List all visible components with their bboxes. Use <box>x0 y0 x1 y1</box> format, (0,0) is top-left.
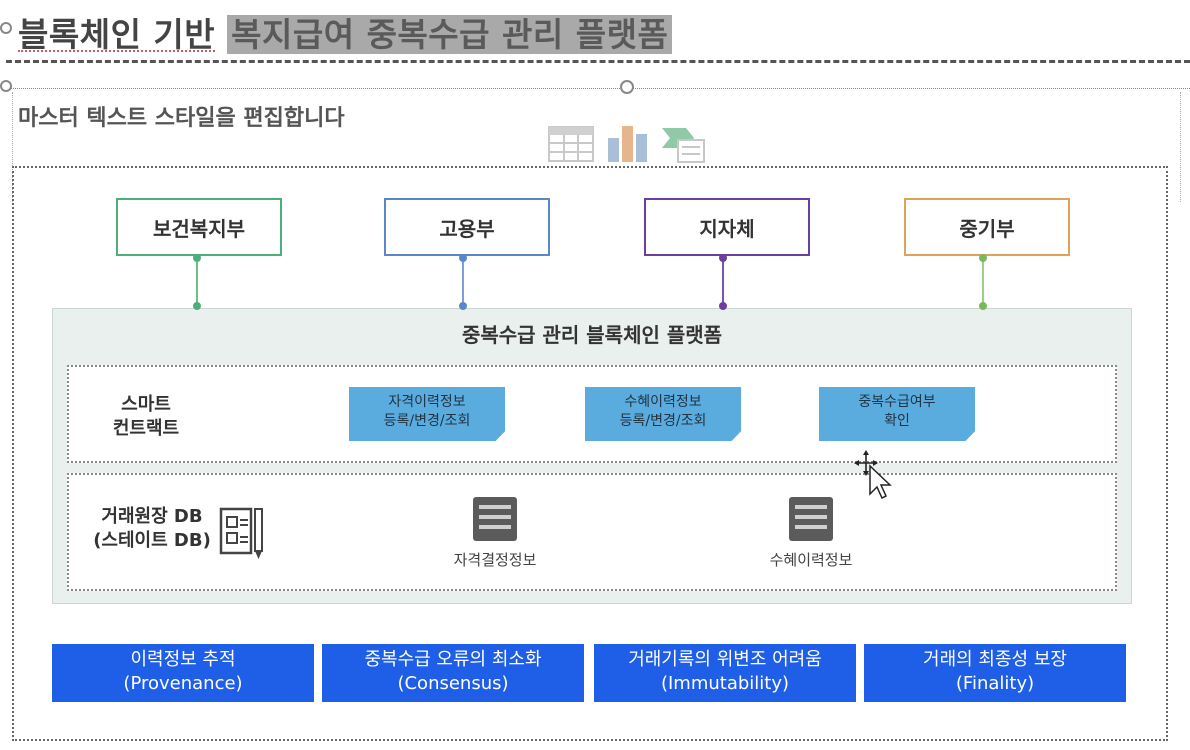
feature-line: (Immutability) <box>660 673 790 694</box>
database-record-icon <box>473 497 517 541</box>
contract-item[interactable]: 수혜이력정보 등록/변경/조회 <box>585 387 741 441</box>
body-placeholder-border <box>6 88 1190 89</box>
ledger-db-panel[interactable]: 거래원장 DB (스테이트 DB) 자격결정정보 <box>67 473 1117 591</box>
move-cursor-icon <box>854 450 892 500</box>
ledger-document-icon <box>219 507 263 559</box>
placeholder-edge <box>1180 92 1181 202</box>
contract-item[interactable]: 중복수급여부 확인 <box>819 387 975 441</box>
record-caption: 자격결정정보 <box>453 551 537 569</box>
placeholder-edge <box>12 92 13 202</box>
title-selection-border <box>6 60 1190 63</box>
title-placeholder[interactable]: 블록체인 기반 복지급여 중복수급 관리 플랫폼 <box>6 4 1190 90</box>
state-record-qualification[interactable]: 자격결정정보 <box>425 497 565 570</box>
record-caption: 수혜이력정보 <box>769 551 853 569</box>
title-part-plain: 블록체인 기반 <box>18 15 216 54</box>
connector-dot <box>459 302 467 310</box>
connector-dot <box>979 302 987 310</box>
smart-contract-label: 스마트 컨트랙트 <box>91 393 201 441</box>
connector-line <box>722 256 724 308</box>
connector-dot <box>979 254 987 262</box>
ledger-db-label: 거래원장 DB (스테이트 DB) <box>77 505 227 553</box>
contract-line: 중복수급여부 <box>858 394 936 410</box>
content-placeholder-icons <box>548 124 714 164</box>
state-record-benefit-history[interactable]: 수혜이력정보 <box>741 497 881 570</box>
contract-line: 자격이력정보 <box>388 394 466 410</box>
body-placeholder-text[interactable]: 마스터 텍스트 스타일을 편집합니다 <box>18 106 345 131</box>
contract-line: 수혜이력정보 <box>624 394 702 410</box>
slide-title[interactable]: 블록체인 기반 복지급여 중복수급 관리 플랫폼 <box>18 8 673 56</box>
connector-dot <box>719 302 727 310</box>
feature-line: 이력정보 추적 <box>130 649 236 670</box>
connector-dot <box>193 302 201 310</box>
connector-line <box>982 256 984 308</box>
connector-line <box>196 256 198 308</box>
contract-item[interactable]: 자격이력정보 등록/변경/조회 <box>349 387 505 441</box>
resize-handle[interactable] <box>620 80 634 94</box>
agency-box-health-welfare[interactable]: 보건복지부 <box>116 198 282 256</box>
feature-box-finality[interactable]: 거래의 최종성 보장 (Finality) <box>864 644 1126 702</box>
platform-title: 중복수급 관리 블록체인 플랫폼 <box>461 323 723 347</box>
contract-line: 등록/변경/조회 <box>619 413 707 429</box>
feature-line: (Provenance) <box>123 673 243 694</box>
agency-box-employment[interactable]: 고용부 <box>384 198 550 256</box>
feature-box-immutability[interactable]: 거래기록의 위변조 어려움 (Immutability) <box>594 644 856 702</box>
database-record-icon <box>789 497 833 541</box>
feature-line: (Finality) <box>955 673 1035 694</box>
agency-box-sme[interactable]: 중기부 <box>904 198 1070 256</box>
connector-dot <box>719 254 727 262</box>
table-icon[interactable] <box>548 124 594 164</box>
connector-dot <box>459 254 467 262</box>
smartart-icon[interactable] <box>660 124 706 164</box>
feature-box-consensus[interactable]: 중복수급 오류의 최소화 (Consensus) <box>322 644 584 702</box>
title-part-selected: 복지급여 중복수급 관리 플랫폼 <box>227 15 673 54</box>
chart-icon[interactable] <box>606 124 652 164</box>
connector-dot <box>193 254 201 262</box>
agency-box-local-government[interactable]: 지자체 <box>644 198 810 256</box>
feature-line: 거래의 최종성 보장 <box>923 649 1067 670</box>
label-line: (스테이트 DB) <box>93 530 211 551</box>
feature-line: (Consensus) <box>397 673 509 694</box>
blockchain-platform-box[interactable]: 중복수급 관리 블록체인 플랫폼 스마트 컨트랙트 자격이력정보 등록/변경/조… <box>52 308 1132 604</box>
connector-line <box>462 256 464 308</box>
label-line: 거래원장 DB <box>101 506 203 527</box>
feature-line: 중복수급 오류의 최소화 <box>364 649 542 670</box>
label-line: 스마트 <box>121 394 171 415</box>
feature-line: 거래기록의 위변조 어려움 <box>628 649 822 670</box>
contract-line: 확인 <box>884 413 910 429</box>
contract-line: 등록/변경/조회 <box>383 413 471 429</box>
resize-handle[interactable] <box>0 22 12 34</box>
label-line: 컨트랙트 <box>112 418 180 439</box>
smart-contract-panel[interactable]: 스마트 컨트랙트 자격이력정보 등록/변경/조회 수혜이력정보 등록/변경/조회… <box>67 365 1117 463</box>
diagram-frame[interactable]: 보건복지부 고용부 지자체 중기부 중복수급 관리 블록체인 플랫폼 스마트 컨… <box>12 166 1168 741</box>
feature-box-provenance[interactable]: 이력정보 추적 (Provenance) <box>52 644 314 702</box>
resize-handle[interactable] <box>0 80 12 92</box>
